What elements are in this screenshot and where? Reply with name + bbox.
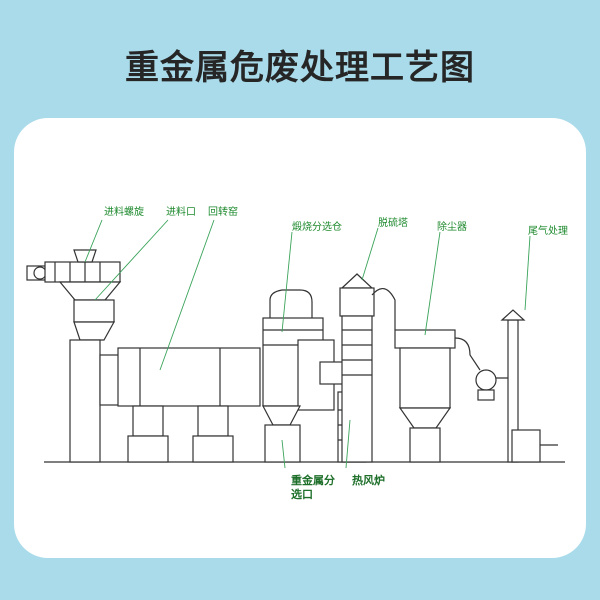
rotary-kiln xyxy=(117,347,261,463)
label-screw-feeder: 进料螺旋 xyxy=(104,205,144,218)
label-calcination-bin: 煅烧分选仓 xyxy=(292,220,342,233)
dust-collector xyxy=(394,329,481,463)
label-tail-gas: 尾气处理 xyxy=(528,224,568,237)
label-desulfurization-tower: 脱硫塔 xyxy=(378,216,408,229)
label-hot-air-furnace: 热风炉 xyxy=(352,473,385,487)
label-feed-inlet: 进料口 xyxy=(166,205,196,218)
calcination-bin xyxy=(262,289,335,463)
label-rotary-kiln: 回转窑 xyxy=(208,205,238,218)
label-metal-outlet-line1: 重金属分 xyxy=(291,473,335,487)
feed-inlet xyxy=(69,299,121,463)
tail-gas-unit xyxy=(475,309,558,463)
label-metal-outlet-line2: 选口 xyxy=(291,487,313,501)
page-title: 重金属危废处理工艺图 xyxy=(125,48,475,88)
screw-feeder xyxy=(26,249,122,301)
label-dust-collector: 除尘器 xyxy=(437,220,467,233)
desulfurization-tower xyxy=(339,273,396,463)
